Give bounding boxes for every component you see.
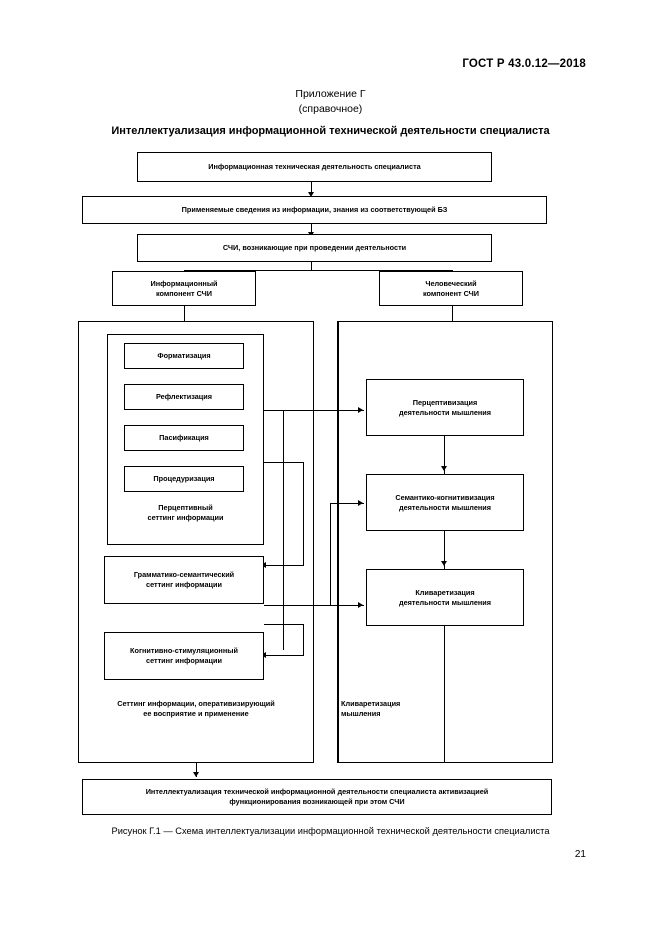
- connector-feedback-to-gramm: [264, 565, 304, 567]
- label-perceptive-setting: Перцептивный сеттинг информации: [107, 503, 264, 523]
- label-line2: ее восприятие и применение: [143, 708, 249, 718]
- connector-gramm-to-semantic-riser: [330, 503, 332, 606]
- label-line1: Сеттинг информации, оперативизирующий: [117, 699, 275, 708]
- box-cognitive-stimulation-setting: Когнитивно-стимуляционный сеттинг информ…: [104, 632, 264, 680]
- arrowhead-cliveridization: [358, 602, 363, 608]
- box-label-line2: деятельности мышления: [398, 502, 492, 512]
- box-label-line1: Интеллектуализация технической информаци…: [145, 787, 489, 797]
- arrowhead-perceptivization: [358, 407, 363, 413]
- box-label-line2: деятельности мышления: [398, 407, 492, 417]
- page-number: 21: [574, 849, 586, 860]
- box-label-line1: Семантико-когнитивизация: [395, 492, 495, 502]
- label-line2: сеттинг информации: [147, 512, 224, 522]
- connector-right-chain-2: [444, 531, 446, 569]
- box-perceptivization-thinking: Перцептивизация деятельности мышления: [366, 379, 524, 436]
- label-line1: Перцептивный: [158, 503, 213, 512]
- annex-label: Приложение Г: [295, 88, 366, 100]
- box-label-line1: Человеческий: [425, 278, 477, 288]
- label-information-setting-group: Сеттинг информации, оперативизирующий ее…: [82, 699, 310, 719]
- connector-perceptive-to-perceptivization: [264, 410, 364, 412]
- box-label: Применяемые сведения из информации, знан…: [181, 205, 448, 215]
- box-label: Рефлектизация: [155, 392, 213, 402]
- box-grammatico-semantic-setting: Грамматико-семантический сеттинг информа…: [104, 556, 264, 604]
- box-label: Процедуризация: [153, 474, 215, 484]
- connector-bus-perceptive: [283, 410, 285, 650]
- box-label: СЧИ, возникающие при проведении деятельн…: [222, 243, 407, 253]
- group-information-setting: [78, 321, 314, 763]
- box-label-line2: функционирования возникающей при этом СЧ…: [229, 797, 405, 806]
- connector-gramm-to-semantic-out: [330, 503, 364, 505]
- box-reflectization: Рефлектизация: [124, 384, 244, 410]
- arrowhead-semantic-cognitivization: [358, 500, 363, 506]
- connector-human-component-down: [452, 306, 454, 322]
- box-semantic-cognitivization-thinking: Семантико-когнитивизация деятельности мы…: [366, 474, 524, 531]
- box-label-line2: сеттинг информации: [146, 580, 222, 589]
- box-result-intellectualization: Интеллектуализация технической информаци…: [82, 779, 552, 815]
- box-label-line2: компонент СЧИ: [422, 288, 480, 298]
- box-applied-information-knowledge: Применяемые сведения из информации, знан…: [82, 196, 547, 224]
- box-human-component: Человеческий компонент СЧИ: [379, 271, 523, 306]
- label-line2: мышления: [341, 708, 381, 718]
- box-label-line1: Грамматико-семантический: [133, 570, 235, 580]
- connector-gramm-to-semantic-in: [264, 605, 364, 607]
- annex-title: Интеллектуализация информационной технич…: [111, 125, 550, 137]
- arrowhead-right-chain-2: [441, 561, 447, 566]
- connector-knowledge-to-hmi: [311, 224, 313, 236]
- label-thinking-group: Кливаретизация мышления: [341, 699, 481, 719]
- box-information-technical-activity: Информационная техническая деятельность …: [137, 152, 492, 182]
- box-label: Форматизация: [157, 351, 211, 361]
- connector-hmi-stem: [311, 262, 313, 271]
- arrowhead-right-chain-1: [441, 466, 447, 471]
- connector-right-chain-3: [444, 626, 446, 763]
- connector-feedback-cognitive-riser: [303, 624, 305, 656]
- box-formatization: Форматизация: [124, 343, 244, 369]
- box-information-component: Информационный компонент СЧИ: [112, 271, 256, 306]
- connector-activity-to-knowledge: [311, 182, 313, 195]
- connector-left-group-to-result: [196, 763, 198, 777]
- box-proceduralization: Процедуризация: [124, 466, 244, 492]
- figure-caption: Рисунок Г.1 — Схема интеллектуализации и…: [111, 826, 550, 836]
- box-hmi-arising: СЧИ, возникающие при проведении деятельн…: [137, 234, 492, 262]
- box-label-line1: Информационный: [150, 278, 218, 288]
- box-pacification: Пасификация: [124, 425, 244, 451]
- box-cliveridization-thinking: Кливаретизация деятельности мышления: [366, 569, 524, 626]
- connector-feedback-gramm-top: [264, 462, 304, 464]
- connector-feedback-cognitive-top: [264, 624, 304, 626]
- connector-feedback-to-cognitive: [264, 655, 304, 657]
- annex-kind: (справочное): [298, 103, 363, 115]
- arrowhead-down-result-left: [193, 772, 199, 777]
- box-label-line1: Кливаретизация: [415, 587, 475, 597]
- arrowhead-down-knowledge: [308, 192, 314, 197]
- connector-feedback-gramm-riser: [303, 462, 305, 566]
- label-line1: Кливаретизация: [341, 699, 401, 708]
- connector-bus-outer: [338, 322, 340, 762]
- box-label-line2: сеттинг информации: [146, 656, 222, 665]
- standard-number-header: ГОСТ Р 43.0.12—2018: [462, 58, 586, 70]
- connector-info-component-down: [184, 306, 186, 322]
- group-perceptive-setting: [107, 334, 264, 545]
- box-label: Пасификация: [159, 433, 209, 443]
- box-label-line2: деятельности мышления: [398, 597, 492, 607]
- box-label-line1: Когнитивно-стимуляционный: [130, 646, 238, 656]
- connector-hmi-split: [184, 270, 453, 272]
- box-label-line1: Перцептивизация: [412, 397, 478, 407]
- box-label: Информационная техническая деятельность …: [208, 162, 421, 172]
- box-label-line2: компонент СЧИ: [155, 288, 213, 298]
- connector-right-chain-1: [444, 436, 446, 474]
